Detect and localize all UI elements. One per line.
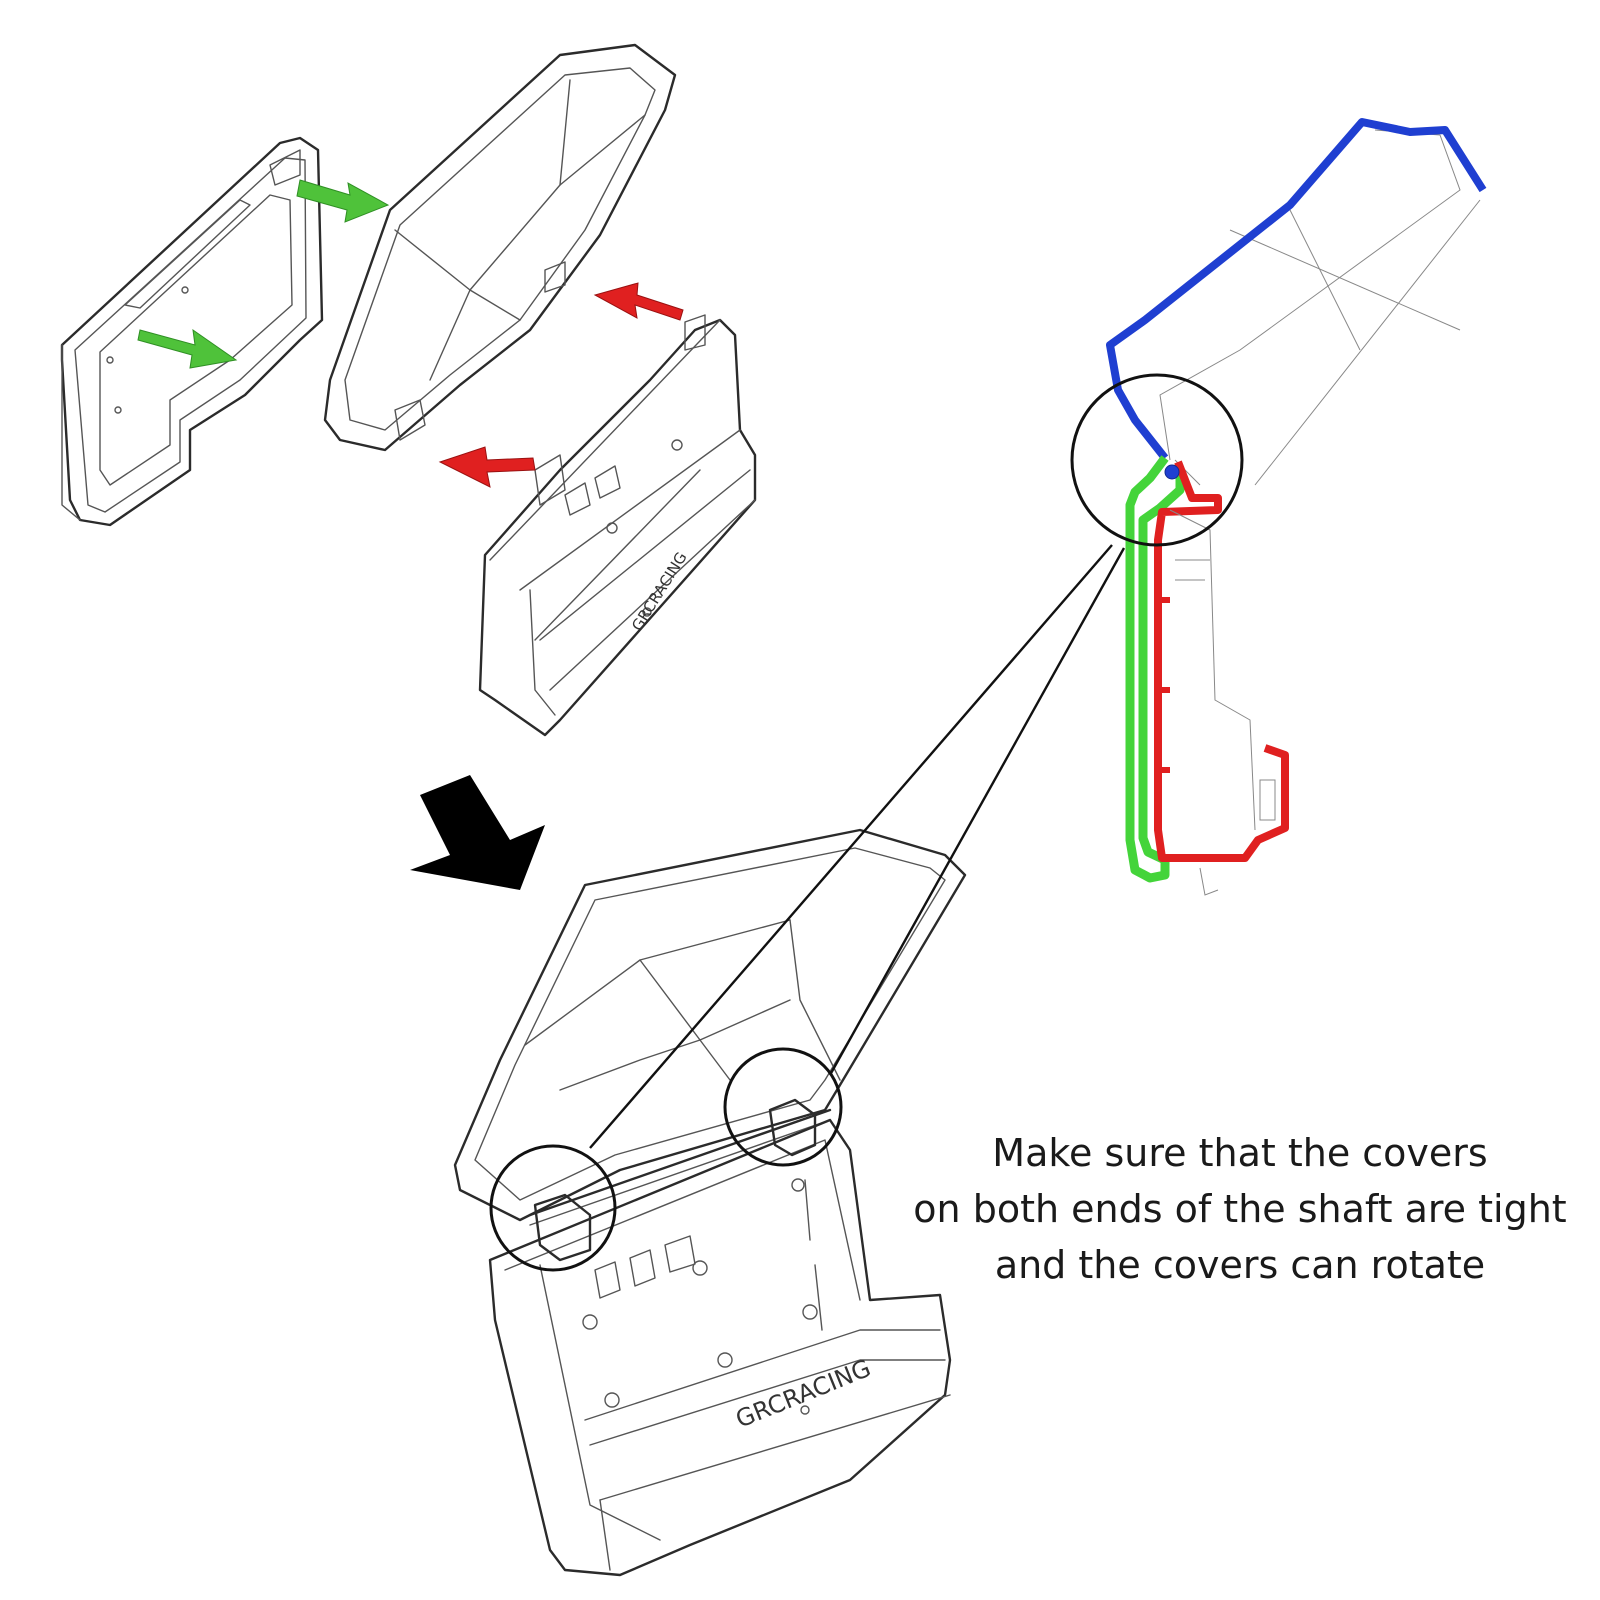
lid-cross-section-outline	[1106, 118, 1487, 461]
green-arrow-lower	[137, 328, 238, 369]
hinge-cross-section	[1070, 118, 1487, 896]
red-arrow-upper	[593, 282, 684, 321]
base-part: GRCRACING	[478, 314, 757, 737]
red-arrow-lower	[438, 446, 536, 488]
back-plate-part	[60, 136, 324, 527]
caption-line-1: Make sure that the covers	[992, 1131, 1488, 1175]
caption-line-2: on both ends of the shaft are tight	[913, 1187, 1567, 1231]
callout-leader-lines	[589, 544, 1126, 1149]
instruction-caption: Make sure that the covers on both ends o…	[880, 1125, 1600, 1293]
back-plate-cross-section-outline	[1125, 455, 1185, 883]
caption-line-3: and the covers can rotate	[994, 1243, 1486, 1287]
detail-zoom-circle	[1070, 373, 1244, 547]
green-arrow-upper	[296, 179, 390, 223]
lid-part	[323, 43, 677, 452]
base-cross-section-outline	[1154, 460, 1289, 862]
assemble-arrow	[410, 775, 545, 890]
hinge-callout-right	[723, 1047, 843, 1167]
hinge-callout-left	[489, 1144, 617, 1272]
shaft-point	[1164, 464, 1180, 480]
